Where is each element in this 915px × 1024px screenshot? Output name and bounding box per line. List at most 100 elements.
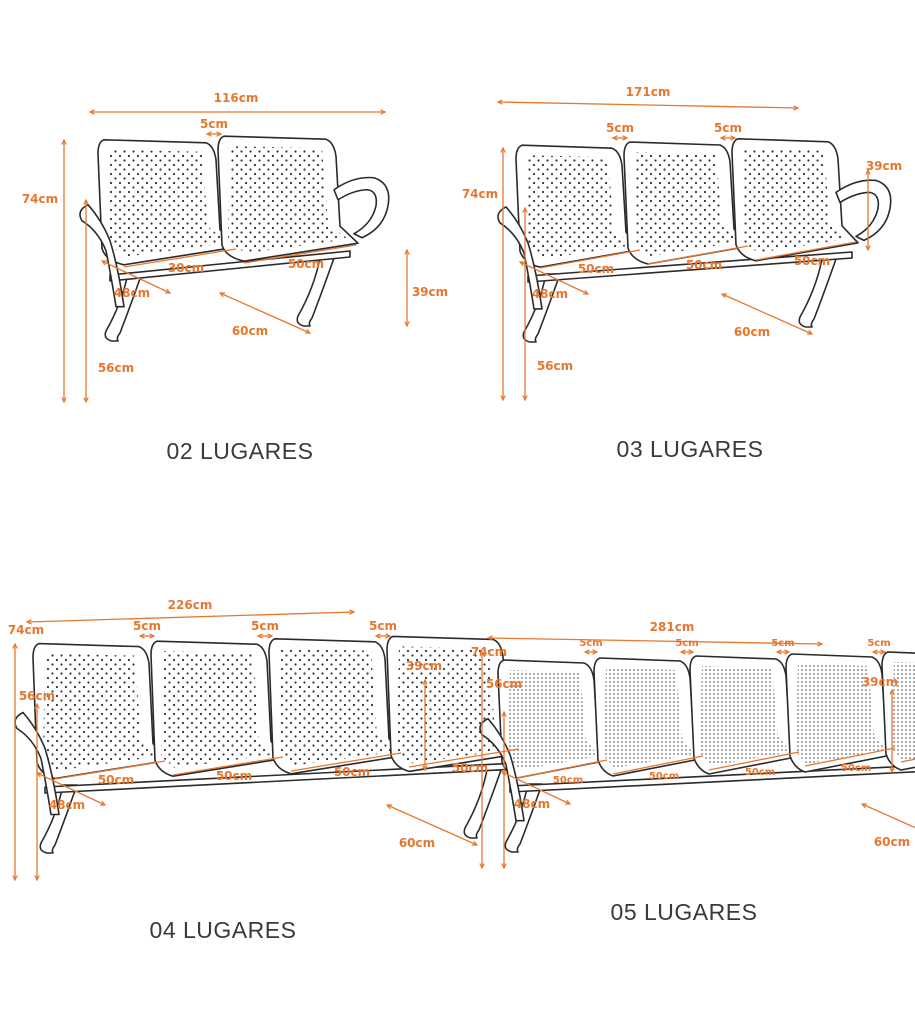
bench-caption: 03 LUGARES	[617, 436, 764, 462]
seat-4	[785, 653, 898, 773]
gap-line-head-end	[688, 649, 695, 655]
seat-height-label: 56cm	[98, 361, 134, 375]
seat-height-line-head-end	[501, 863, 507, 870]
left-armrest	[79, 203, 125, 308]
gap-line-head-start	[611, 135, 618, 141]
width-total-label: 171cm	[626, 85, 671, 99]
gap-line-head-start	[775, 649, 782, 655]
perforation-pattern	[161, 651, 275, 769]
perforation-pattern	[228, 146, 348, 254]
seat-width-line	[243, 244, 357, 264]
seat-width-label: 50cm	[553, 775, 583, 786]
gap-label: 5cm	[200, 117, 228, 131]
support-beam	[527, 251, 853, 283]
depth-label: 60cm	[399, 836, 435, 850]
height-total-line-head-start	[500, 146, 506, 153]
bench-5-dimensions: 281cm74cm39cm56cm48cm50cm50cm50cm50cm50c…	[471, 620, 915, 925]
seat-depth-line-head-start	[500, 771, 508, 777]
left-armrest	[14, 711, 60, 816]
seat-height-label: 56cm	[19, 689, 55, 703]
gap-label: 5cm	[133, 619, 161, 633]
seat-depth-label: 48cm	[532, 287, 568, 301]
gap-label: 5cm	[579, 638, 602, 649]
seat-height-line-head-start	[83, 198, 89, 205]
depth-line-head-start	[720, 293, 728, 299]
depth-label: 60cm	[232, 324, 268, 338]
depth-label: 60cm	[734, 325, 770, 339]
seat-3	[731, 138, 859, 262]
front-leg	[39, 784, 78, 854]
seat-width-label: 50cm	[334, 765, 370, 779]
perforation-pattern	[796, 664, 887, 764]
depth-line	[386, 804, 478, 846]
arm-height-line-head-end	[404, 321, 410, 328]
seat-width-label: 50cm	[288, 257, 324, 271]
height-total-line-head-start	[479, 650, 485, 657]
seat-depth-line	[519, 261, 589, 295]
gap-line-head-end	[784, 649, 791, 655]
seat-depth-line-head-start	[518, 261, 526, 267]
seat-width-label: 50cm	[745, 767, 775, 778]
seat-height-line-head-end	[522, 395, 528, 402]
width-total-line-head-end	[380, 109, 387, 115]
bench-4-seats	[14, 635, 557, 854]
seat-height-line-head-end	[83, 397, 89, 404]
gap-line-head-start	[583, 649, 590, 655]
width-total-line-head-start	[25, 619, 32, 625]
perforation-pattern	[43, 653, 157, 771]
seat-width-label: 50cm	[98, 773, 134, 787]
gap-label: 5cm	[369, 619, 397, 633]
seat-height-label: 56cm	[537, 359, 573, 373]
gap-line-head-start	[138, 633, 145, 639]
width-total-line	[497, 101, 799, 109]
width-total-line-head-end	[349, 609, 356, 615]
width-total-line-head-start	[486, 635, 493, 641]
depth-line-head-end	[471, 840, 479, 846]
depth-label: 60cm	[874, 835, 910, 849]
seat-depth-line-head-end	[564, 799, 572, 805]
left-armrest	[497, 206, 543, 310]
arm-height-line-head-start	[865, 168, 871, 175]
gap-label: 5cm	[606, 121, 634, 135]
bench-2-seats	[79, 135, 390, 342]
gap-line-head-start	[719, 135, 726, 141]
height-total-line-head-end	[12, 875, 18, 882]
support-beam	[509, 765, 915, 793]
gap-line-head-end	[880, 649, 887, 655]
seat-width-line	[172, 756, 284, 776]
arm-height-label: 39cm	[406, 659, 442, 673]
gap-line-head-end	[267, 633, 274, 639]
height-total-label: 74cm	[471, 645, 507, 659]
depth-line	[219, 292, 311, 334]
seat-height-line-head-end	[34, 875, 40, 882]
height-total-line-head-start	[12, 642, 18, 649]
seat-depth-line-head-end	[582, 289, 590, 295]
arm-height-line-head-start	[889, 688, 895, 695]
seat-depth-label: 48cm	[49, 798, 85, 812]
bench-caption: 02 LUGARES	[167, 438, 314, 464]
perforation-pattern	[604, 668, 695, 768]
arm-height-label: 39cm	[412, 285, 448, 299]
seat-width-line	[290, 752, 402, 772]
depth-line	[721, 293, 813, 335]
perforation-pattern	[526, 155, 632, 260]
seat-height-line-head-start	[501, 710, 507, 717]
width-total-label: 116cm	[214, 91, 259, 105]
bench-3-seats	[497, 138, 892, 343]
perforation-pattern	[108, 149, 228, 257]
width-total-line	[487, 637, 823, 645]
height-total-label: 74cm	[8, 623, 44, 637]
seat-width-line	[612, 755, 704, 775]
perforation-pattern	[700, 666, 791, 766]
seat-1	[32, 642, 168, 780]
seat-width-label: 50cm	[216, 769, 252, 783]
seat-depth-line-head-end	[99, 800, 107, 806]
seat-2	[593, 657, 706, 777]
right-armrest	[835, 179, 892, 242]
perforation-pattern	[508, 670, 599, 770]
width-total-line-head-start	[496, 99, 503, 105]
